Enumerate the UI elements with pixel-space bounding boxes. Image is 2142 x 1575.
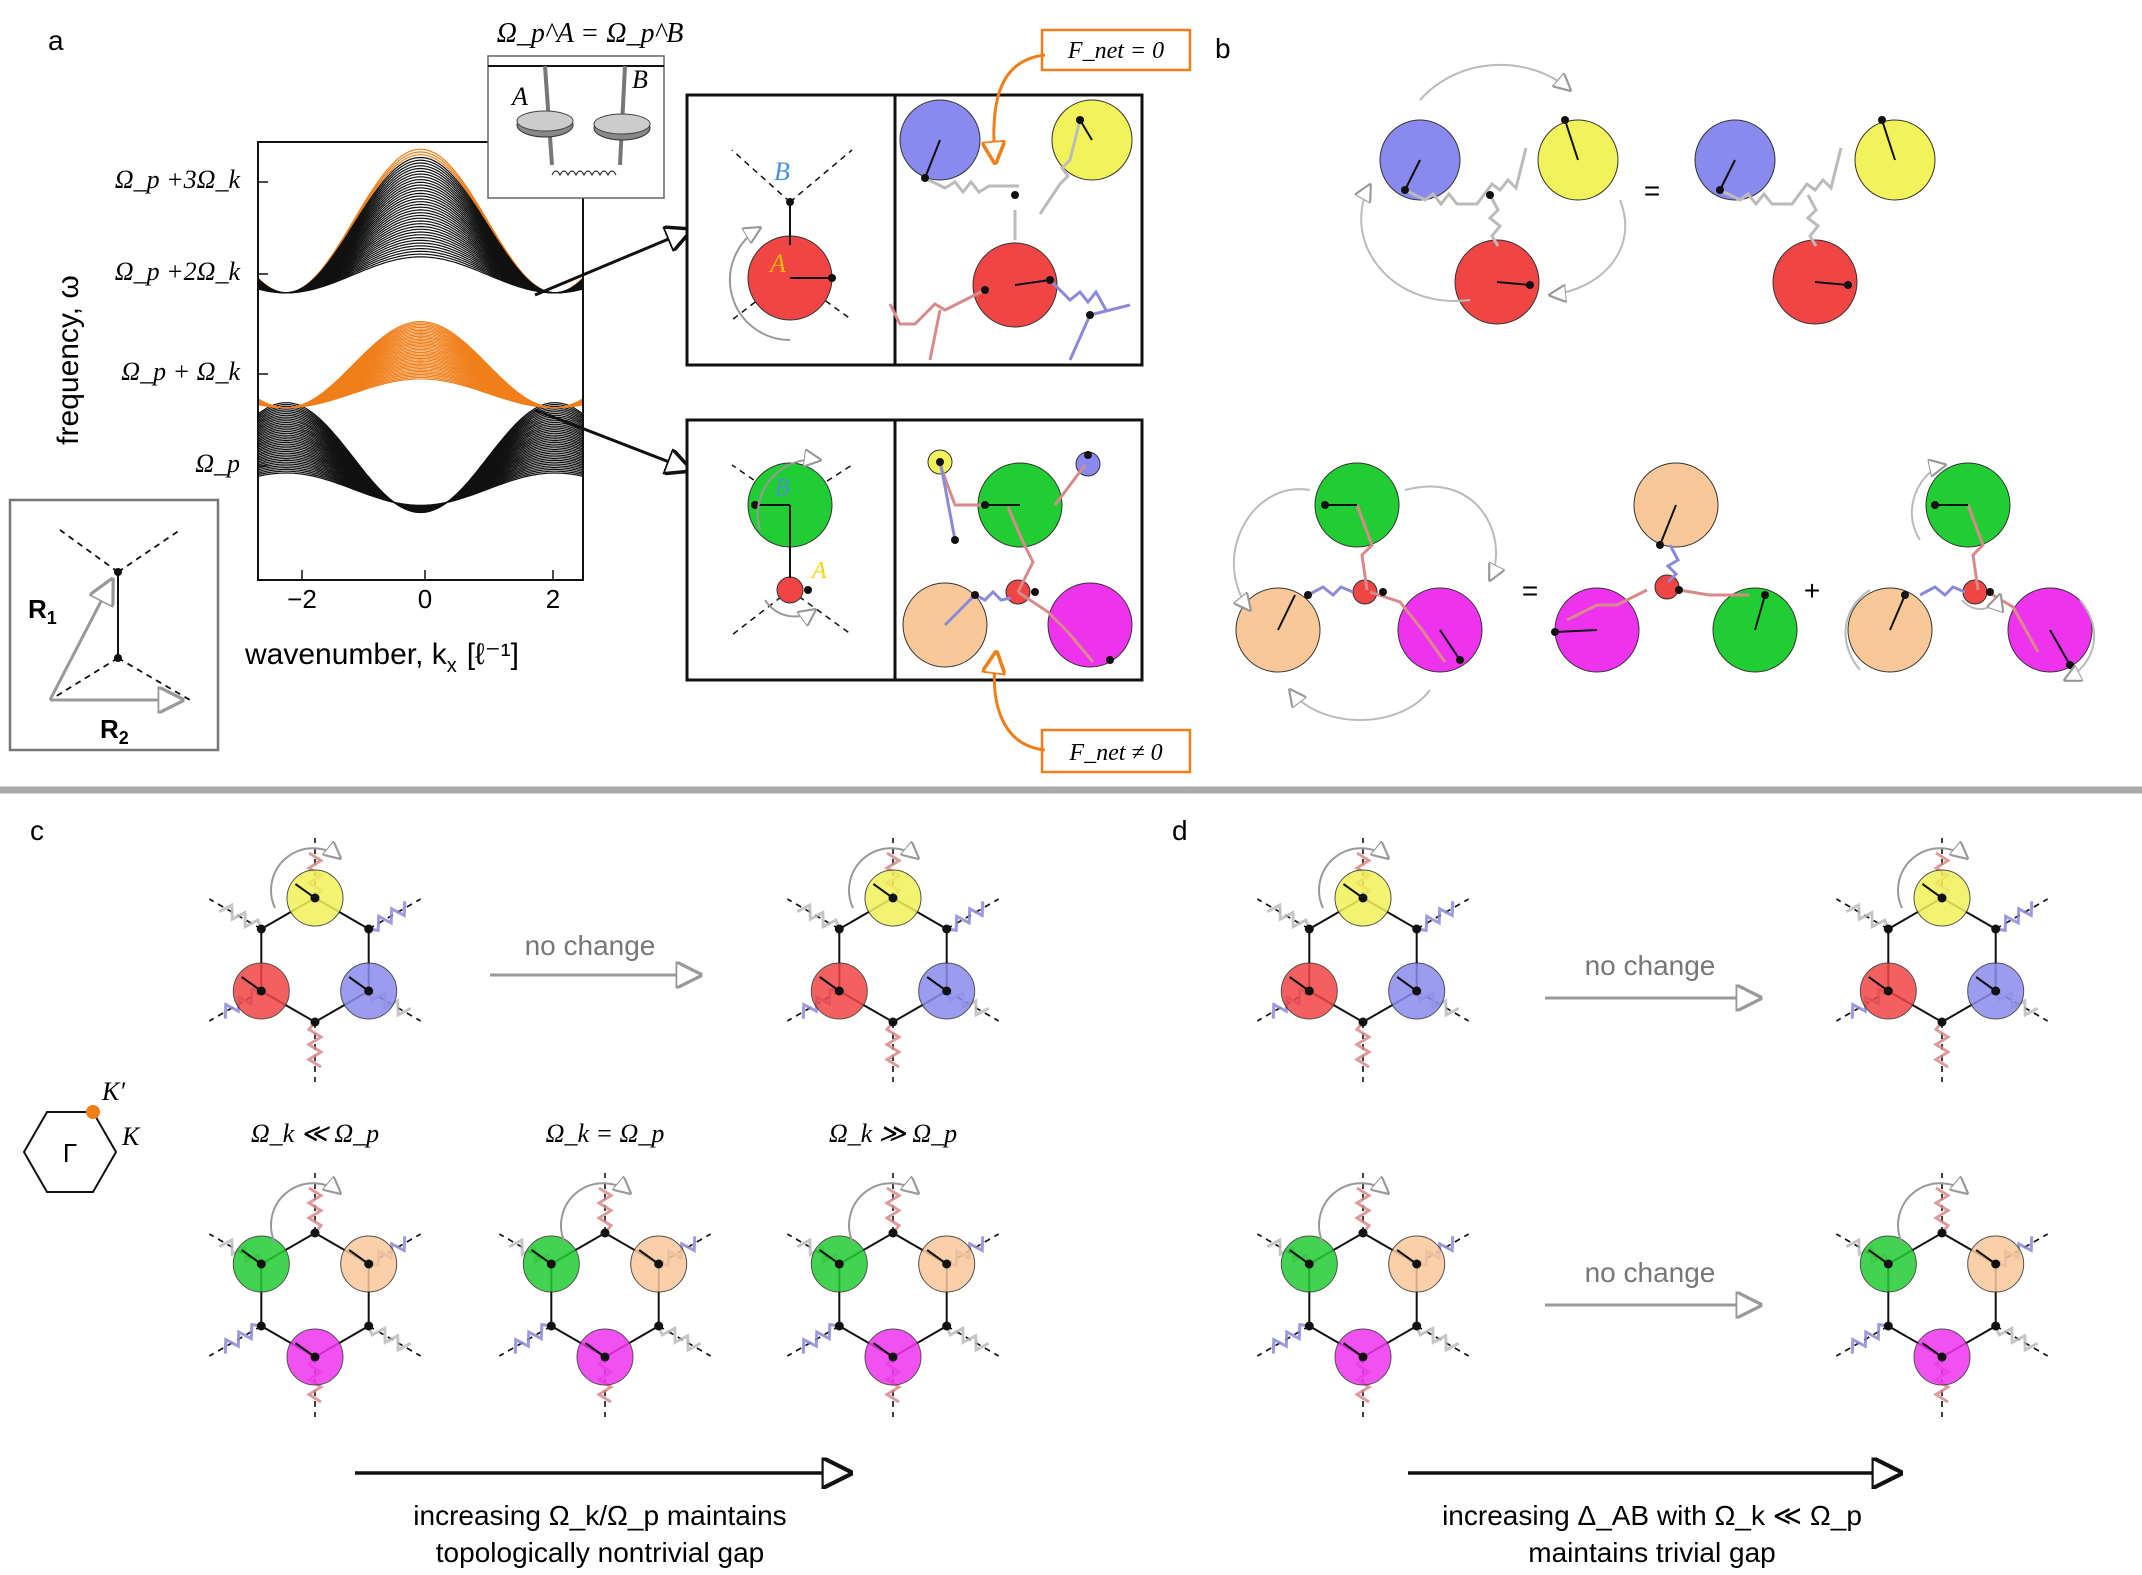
equals-sign: = [1522,575,1538,606]
equals-sign: = [1644,175,1660,206]
mode-box-top: A B [685,93,1144,367]
panel-letter-c: c [30,815,44,846]
band-structure-plot: Ω_p +3Ω_k Ω_p +2Ω_k Ω_p + Ω_k Ω_p −2 0 2… [52,141,584,677]
hex-lattice [1256,1173,1470,1417]
gyroscope-inset: Ω_p^A = Ω_p^B A B [487,18,684,199]
site-label-b: B [774,157,790,186]
lattice-vectors-inset: R1 R2 [8,498,220,752]
hex-lattice [498,1173,712,1417]
site-label-b: B [775,475,790,501]
xtick-label: 0 [418,584,432,614]
hex-lattice [1256,838,1470,1082]
panel-letter-a: a [48,25,64,56]
regime-label-low: Ω_k ≪ Ω_p [251,1119,379,1148]
hex-lattice [1835,1173,2049,1417]
hex-lattice [208,838,422,1082]
panel-d-arrow-bottom: no change [1545,1257,1760,1305]
no-change-label: no change [525,930,656,961]
bz-gamma-label: Γ [63,1138,77,1168]
xtick-label: 2 [546,584,560,614]
hex-lattice [1835,838,2049,1082]
inset-label-b: B [632,65,648,94]
hex-lattice [786,838,1000,1082]
hexagon-lattices [208,838,2049,1417]
hex-lattice [208,1173,422,1417]
caption-c-line2: topologically nontrivial gap [436,1537,764,1568]
mode-box-bottom: B A [685,418,1144,682]
gyro-red-small [776,576,804,604]
hex-lattice [786,1173,1000,1417]
band-line [257,472,584,506]
panel-c-arrow-top: no change [490,930,700,975]
band-line [257,320,584,409]
site-label-a: A [810,558,827,584]
no-change-label: no change [1585,1257,1716,1288]
y-axis-label: frequency, ω [52,275,85,445]
pointer-arrow-bottom [534,408,690,470]
panel-c-caption: increasing Ω_k/Ω_p maintains topological… [355,1473,850,1568]
regime-label-eq: Ω_k = Ω_p [546,1119,665,1148]
gyro-magenta [1047,582,1133,668]
ytick-label: Ω_p +2Ω_k [115,257,241,286]
plus-sign: + [1804,575,1820,606]
panel-d-arrow-top: no change [1545,950,1760,998]
panel-letter-b: b [1215,33,1231,64]
xtick-label: −2 [287,584,317,614]
pointer-arrow-top [534,230,690,297]
panel-d-caption: increasing Δ_AB with Ω_k ≪ Ω_p maintains… [1408,1473,1900,1568]
bz-kprime-label: K′ [101,1077,125,1106]
callout-top-text: F_net = 0 [1067,38,1164,64]
caption-d-line2: maintains trivial gap [1528,1537,1775,1568]
label-r2: R2 [100,714,129,748]
inset-label-a: A [510,82,528,111]
band-line [257,256,584,294]
inset-title: Ω_p^A = Ω_p^B [497,18,684,49]
panel-b-top: = [1361,64,1936,325]
band-curves [257,148,584,514]
site-label-a: A [768,249,786,278]
ytick-label: Ω_p +3Ω_k [115,165,241,194]
brillouin-zone-inset: K′ K Γ [22,1077,141,1193]
x-axis-label: wavenumber, kx[ℓ⁻¹] [244,638,519,677]
callout-bottom-text: F_net ≠ 0 [1068,740,1162,766]
label-r1: R1 [28,594,57,628]
no-change-label: no change [1585,950,1716,981]
ytick-label: Ω_p [195,449,240,478]
regime-label-high: Ω_k ≫ Ω_p [829,1119,957,1148]
panel-letter-d: d [1172,815,1188,846]
caption-c-line1: increasing Ω_k/Ω_p maintains [413,1500,786,1531]
bz-k-label: K [121,1122,141,1151]
callout-fnet-zero: F_net = 0 [994,28,1192,160]
callout-fnet-nonzero: F_net ≠ 0 [994,655,1192,774]
panel-b-bottom: = + [1234,463,2096,721]
caption-d-line1: increasing Δ_AB with Ω_k ≪ Ω_p [1442,1500,1862,1531]
ytick-label: Ω_p + Ω_k [121,357,240,386]
